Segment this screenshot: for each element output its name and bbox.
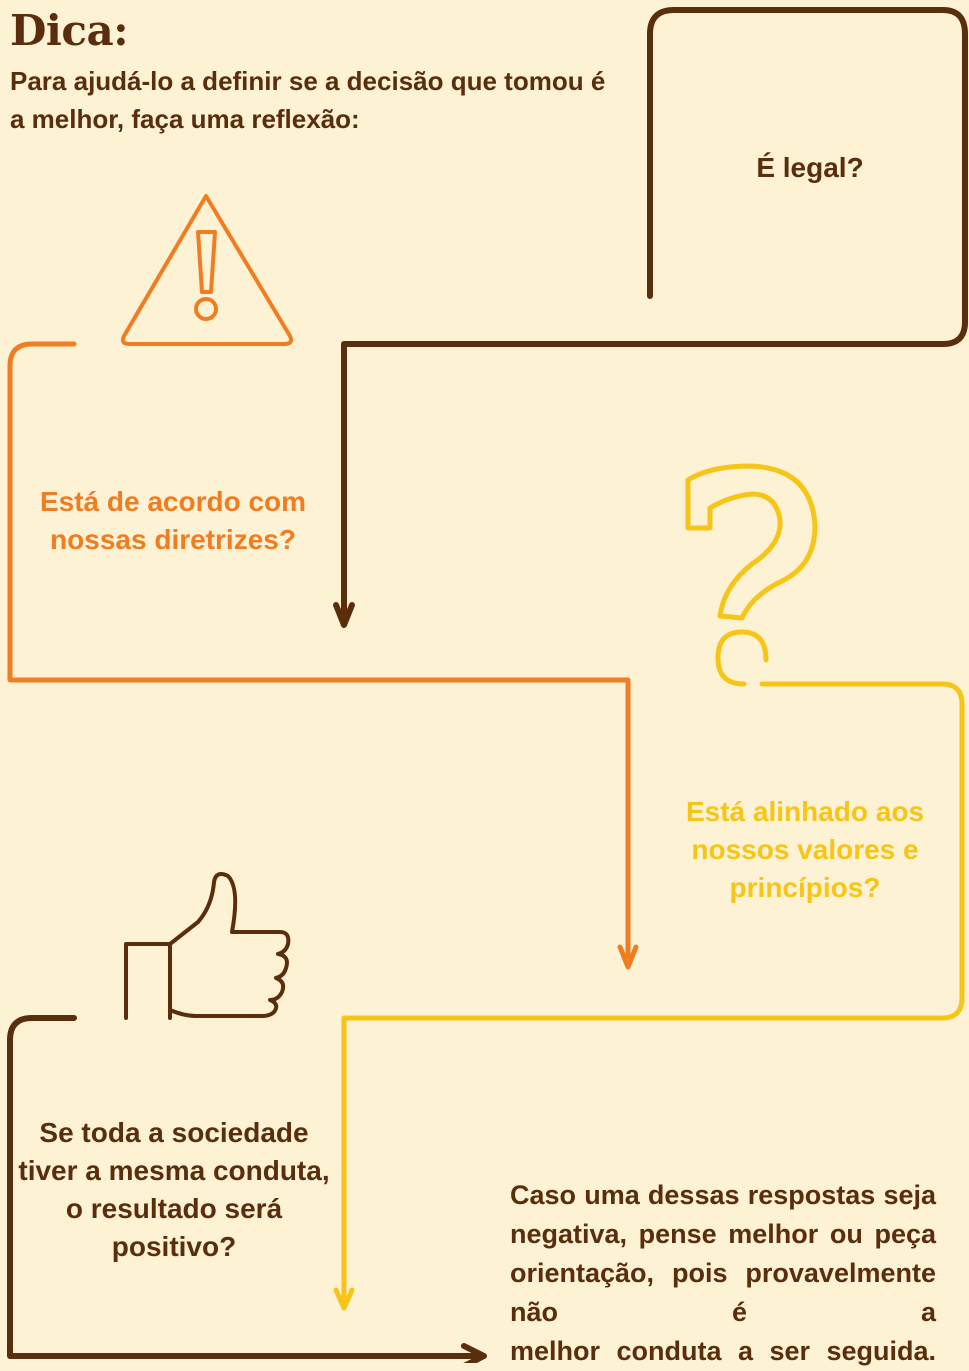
question-society: Se toda a sociedade tiver a mesma condut…: [18, 1117, 330, 1262]
question-values: Está alinhado aos nossos valores e princ…: [685, 796, 925, 903]
conclusion-text: Caso uma dessas respostas seja negativa,…: [510, 1180, 936, 1327]
question-legal: É legal?: [756, 152, 864, 183]
arrow-down-yellow: [333, 1287, 355, 1311]
intro-text: Para ajudá-lo a definir se a decisão que…: [10, 66, 606, 134]
yellow-connector: [341, 681, 965, 1305]
conclusion-last-line: melhor conduta a ser seguida.: [510, 1336, 936, 1366]
question-guidelines: Está de acordo com nossas diretrizes?: [39, 486, 307, 555]
legal-frame-connector: [341, 7, 968, 620]
question-mark-icon: [685, 463, 818, 687]
brown-bottom-connector: [7, 1015, 479, 1359]
page-title: Dica:: [10, 6, 129, 55]
arrow-down-brown: [333, 602, 355, 628]
thumbs-up-icon: [124, 872, 291, 1020]
warning-triangle-icon: [120, 194, 294, 346]
arrow-down-orange: [617, 944, 639, 970]
orange-connector: [7, 341, 631, 960]
